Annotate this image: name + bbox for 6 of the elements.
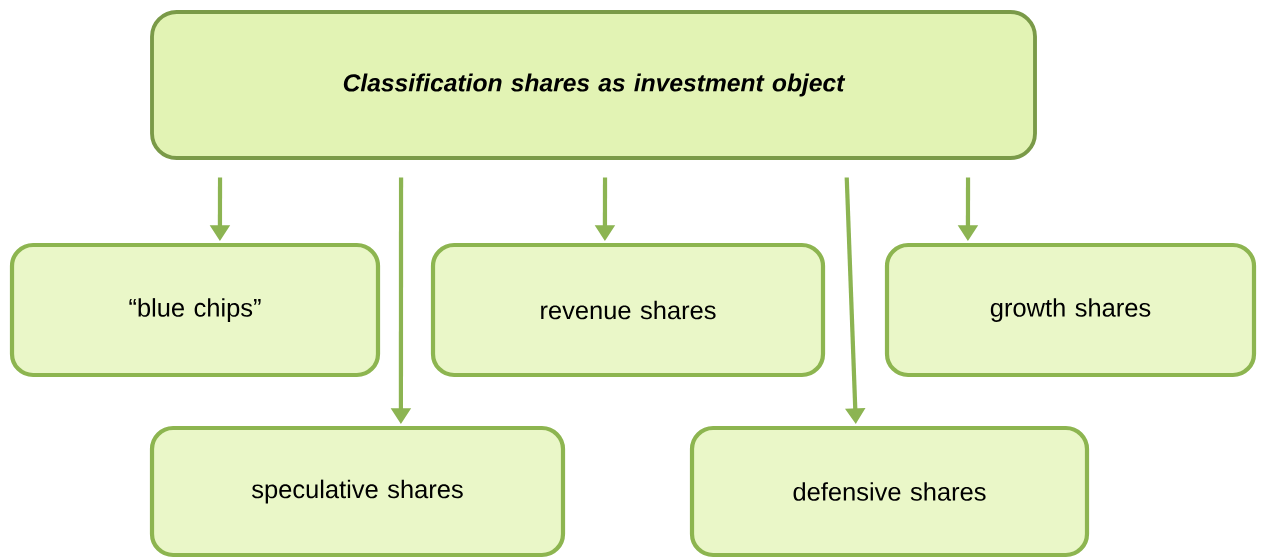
title-box: Classification shares as investment object — [150, 10, 1037, 160]
category-box: growth shares — [884, 242, 1257, 378]
category-box: speculative shares — [149, 425, 566, 558]
category-box: revenue shares — [430, 242, 826, 378]
category-box: defensive shares — [689, 425, 1090, 558]
category-box: “blue chips” — [9, 242, 381, 378]
